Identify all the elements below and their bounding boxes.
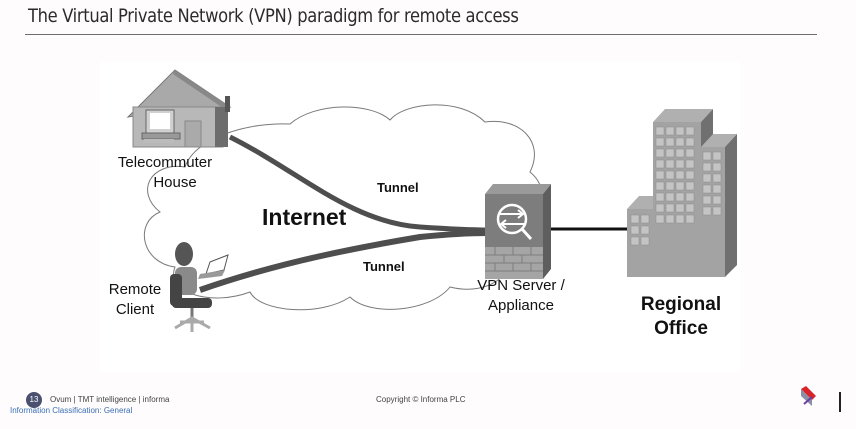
building-window — [712, 184, 722, 194]
building-window — [655, 181, 665, 191]
building-window — [712, 173, 722, 183]
tunnel-line-client — [199, 230, 489, 293]
building-window — [665, 214, 675, 224]
informa-logo-icon — [800, 386, 818, 415]
building-window — [675, 214, 685, 224]
building-window — [685, 214, 695, 224]
client-label-line2: Client — [116, 301, 155, 318]
building-window — [685, 137, 695, 147]
building-window — [702, 151, 712, 161]
building-window — [655, 192, 665, 202]
building-window — [655, 159, 665, 169]
building-window — [640, 214, 650, 224]
building-window — [630, 214, 640, 224]
title-divider — [25, 34, 817, 35]
tunnel-label-upper: Tunnel — [377, 180, 419, 195]
footer-brand-text: Ovum | TMT intelligence | informa — [50, 395, 170, 404]
building-window — [665, 159, 675, 169]
building-window — [630, 225, 640, 235]
building-window — [712, 162, 722, 172]
building-window — [665, 203, 675, 213]
building-window — [675, 181, 685, 191]
building-window — [712, 206, 722, 216]
building-window — [655, 137, 665, 147]
tunnel-line-house — [228, 134, 489, 233]
building-window — [675, 159, 685, 169]
building-window — [665, 126, 675, 136]
building-window — [655, 214, 665, 224]
cloud-label: Internet — [262, 204, 347, 230]
building-window — [640, 236, 650, 246]
office-label-line2: Office — [654, 318, 708, 339]
vpn-label-line1: VPN Server / — [477, 277, 565, 294]
building-window — [675, 148, 685, 158]
house-label-line2: House — [153, 174, 196, 191]
building-window — [655, 148, 665, 158]
building-window — [675, 192, 685, 202]
page-number-badge: 13 — [26, 392, 42, 408]
vpn-appliance-icon — [485, 184, 551, 279]
building-window — [665, 148, 675, 158]
house-icon — [126, 69, 232, 148]
building-window — [702, 195, 712, 205]
building-window — [675, 170, 685, 180]
building-window — [665, 181, 675, 191]
building-window — [702, 184, 712, 194]
building-window — [665, 170, 675, 180]
building-window — [685, 192, 695, 202]
house-label-line1: Telecommuter — [118, 154, 212, 171]
building-window — [712, 195, 722, 205]
building-window — [712, 151, 722, 161]
building-window — [630, 236, 640, 246]
building-window — [655, 170, 665, 180]
building-window — [685, 159, 695, 169]
building-window — [655, 203, 665, 213]
text-cursor — [839, 392, 841, 412]
building-window — [675, 137, 685, 147]
regional-office-icon — [627, 109, 737, 277]
internet-cloud — [144, 104, 544, 311]
remote-client-icon — [170, 242, 229, 332]
client-label-line1: Remote — [109, 281, 162, 298]
building-window — [685, 148, 695, 158]
building-window — [685, 203, 695, 213]
building-window — [685, 170, 695, 180]
building-window — [640, 225, 650, 235]
building-window — [675, 126, 685, 136]
building-window — [675, 203, 685, 213]
tunnel-label-lower: Tunnel — [363, 259, 405, 274]
building-window — [702, 206, 712, 216]
building-window — [655, 126, 665, 136]
vpn-label-line2: Appliance — [488, 297, 554, 314]
building-window — [685, 126, 695, 136]
building-window — [665, 192, 675, 202]
building-window — [665, 137, 675, 147]
office-label-line1: Regional — [641, 294, 721, 315]
building-window — [702, 173, 712, 183]
building-window — [685, 181, 695, 191]
slide-title: The Virtual Private Network (VPN) paradi… — [28, 5, 519, 27]
vpn-diagram: Internet Tunnel Tunnel Telecommuter Hous… — [100, 62, 740, 372]
footer-copyright: Copyright © Informa PLC — [376, 395, 466, 404]
building-window — [702, 162, 712, 172]
footer-classification: Information Classification: General — [10, 406, 133, 415]
